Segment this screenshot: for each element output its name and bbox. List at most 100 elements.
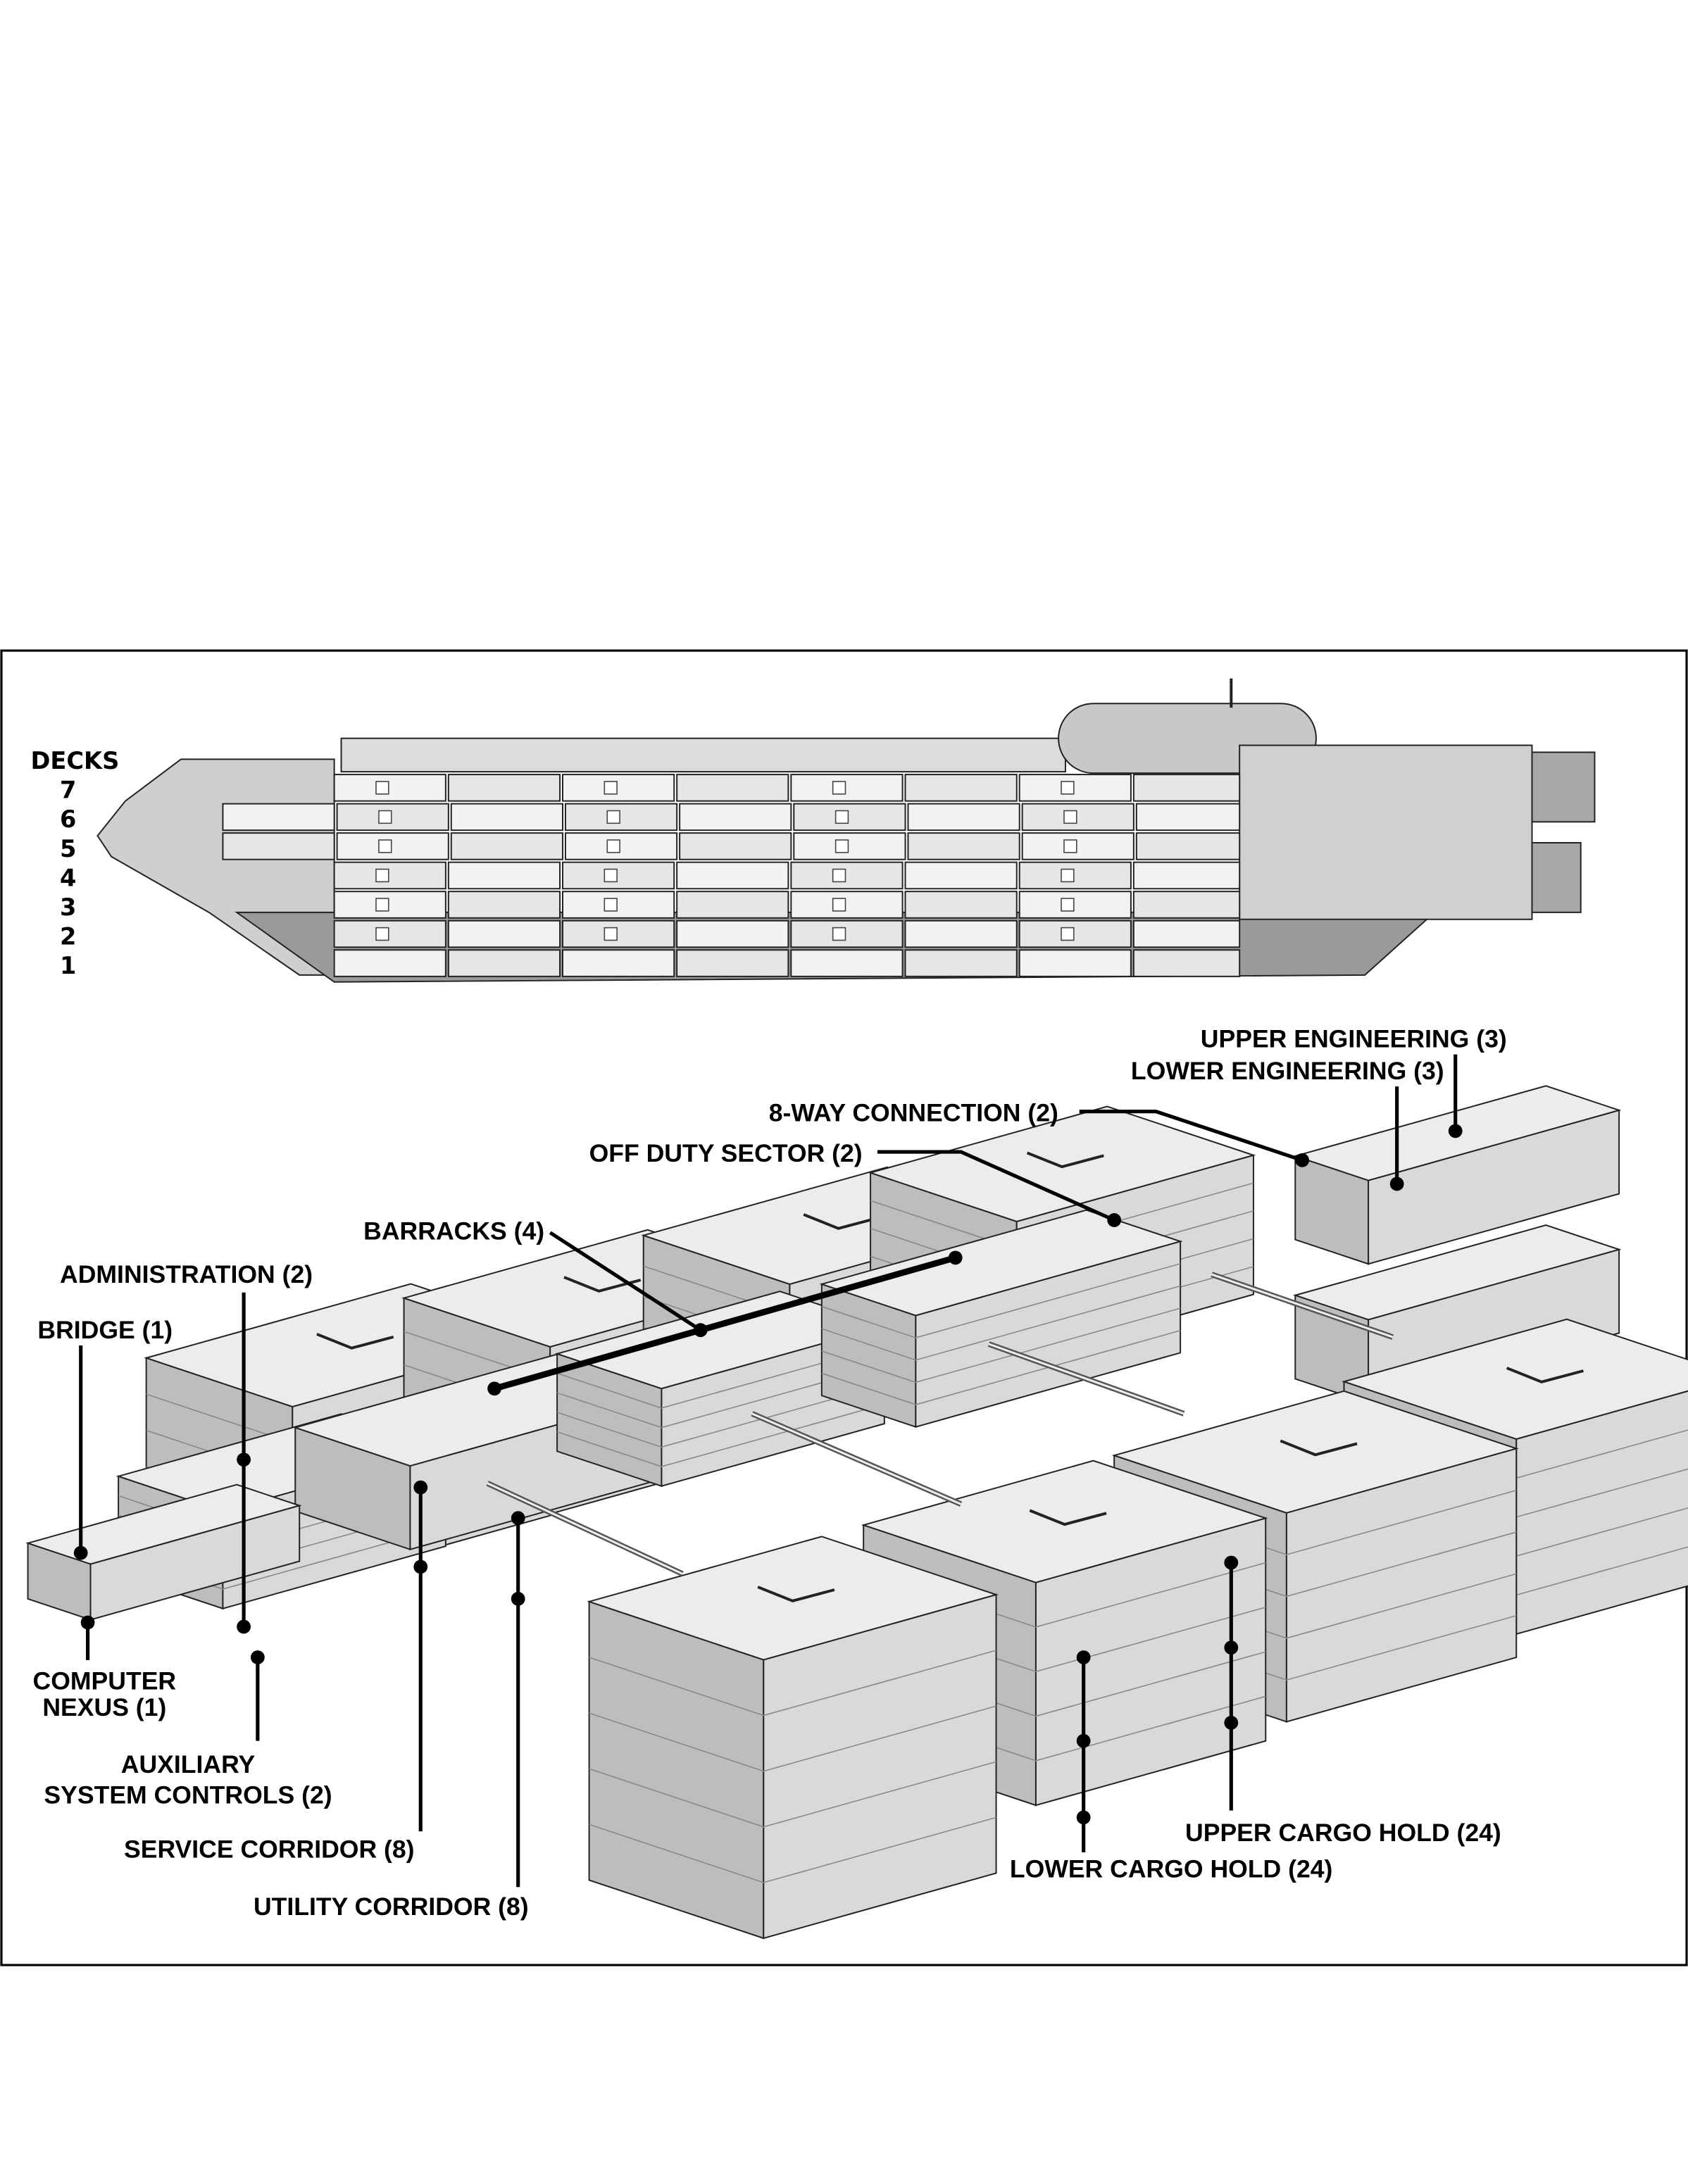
deck-compartment bbox=[1132, 949, 1241, 977]
label-auxiliary-2: SYSTEM CONTROLS (2) bbox=[44, 1781, 332, 1809]
deck-compartment bbox=[676, 861, 789, 890]
bridge-block bbox=[25, 1483, 302, 1621]
label-computer-nexus-2: NEXUS (1) bbox=[42, 1693, 166, 1721]
deck-compartment bbox=[333, 861, 446, 890]
deck-compartment bbox=[907, 832, 1020, 860]
label-service-corridor: SERVICE CORRIDOR (8) bbox=[124, 1835, 415, 1864]
deck-compartment bbox=[790, 774, 904, 802]
hatch bbox=[375, 781, 389, 795]
engine-nozzle-upper bbox=[1531, 751, 1596, 823]
hatch bbox=[604, 898, 618, 912]
hatch bbox=[375, 898, 389, 912]
deck-compartment bbox=[676, 949, 789, 977]
deck-compartment bbox=[1018, 920, 1132, 948]
deck-compartment bbox=[790, 949, 904, 977]
label-bridge: BRIDGE (1) bbox=[37, 1316, 173, 1344]
label-barracks: BARRACKS (4) bbox=[363, 1217, 544, 1245]
deck-compartment bbox=[333, 920, 446, 948]
deck-compartment bbox=[1021, 803, 1134, 831]
deck-compartment bbox=[336, 832, 449, 860]
hatch bbox=[1061, 781, 1075, 795]
deck-number: 4 bbox=[60, 864, 76, 891]
deck-compartment bbox=[793, 803, 906, 831]
deck-compartment bbox=[222, 832, 335, 860]
hatch bbox=[375, 927, 389, 941]
deck-compartment bbox=[333, 774, 446, 802]
label-utility-corridor: UTILITY CORRIDOR (8) bbox=[254, 1893, 529, 1921]
deck-compartment bbox=[447, 774, 561, 802]
hatch bbox=[832, 927, 846, 941]
deck-compartment bbox=[562, 861, 675, 890]
deck-compartment bbox=[1018, 949, 1132, 977]
deck-number: 2 bbox=[60, 922, 76, 950]
deck-compartment bbox=[562, 949, 675, 977]
hatch bbox=[832, 781, 846, 795]
deck-compartment bbox=[447, 861, 561, 890]
hatch bbox=[1061, 927, 1075, 941]
label-upper-cargo-hold: UPPER CARGO HOLD (24) bbox=[1185, 1819, 1501, 1847]
hatch bbox=[834, 810, 849, 824]
label-upper-engineering: UPPER ENGINEERING (3) bbox=[1201, 1025, 1507, 1053]
deck-compartment bbox=[1018, 891, 1132, 919]
deck-compartment bbox=[679, 832, 792, 860]
deck-compartment bbox=[450, 832, 563, 860]
deck-compartment bbox=[1018, 861, 1132, 890]
deck-compartment bbox=[790, 891, 904, 919]
deck-compartment bbox=[904, 891, 1018, 919]
deck-compartment bbox=[336, 803, 449, 831]
deck-compartment bbox=[793, 832, 906, 860]
deck-compartment bbox=[907, 803, 1020, 831]
deck-number: 5 bbox=[60, 835, 76, 862]
hatch bbox=[1063, 839, 1077, 853]
deck-number: 3 bbox=[60, 893, 76, 921]
deck-compartment bbox=[222, 803, 335, 831]
hatch bbox=[832, 868, 846, 883]
hatch bbox=[1061, 868, 1075, 883]
deck-compartment bbox=[1018, 774, 1132, 802]
upper-structure bbox=[340, 737, 1066, 773]
corridor-block bbox=[819, 1209, 1183, 1429]
hatch bbox=[834, 839, 849, 853]
deck-compartment bbox=[450, 803, 563, 831]
deck-compartment bbox=[679, 803, 792, 831]
deck-compartment bbox=[447, 920, 561, 948]
deck-compartment bbox=[904, 774, 1018, 802]
deck-compartment bbox=[676, 920, 789, 948]
label-auxiliary-1: AUXILIARY bbox=[121, 1750, 256, 1778]
hatch bbox=[375, 868, 389, 883]
hatch bbox=[1061, 898, 1075, 912]
hatch bbox=[832, 898, 846, 912]
deck-compartment bbox=[1132, 774, 1241, 802]
deck-number: 6 bbox=[60, 805, 76, 833]
deck-compartment bbox=[333, 891, 446, 919]
deck-compartment bbox=[562, 774, 675, 802]
deck-compartment bbox=[562, 891, 675, 919]
label-administration: ADMINISTRATION (2) bbox=[60, 1260, 313, 1288]
hatch bbox=[378, 839, 392, 853]
deck-compartment bbox=[904, 949, 1018, 977]
label-off-duty-sector: OFF DUTY SECTOR (2) bbox=[589, 1139, 863, 1167]
hatch bbox=[604, 927, 618, 941]
deck-compartment bbox=[904, 861, 1018, 890]
deck-compartment bbox=[904, 920, 1018, 948]
hatch bbox=[378, 810, 392, 824]
deck-compartment bbox=[447, 891, 561, 919]
deck-compartment bbox=[676, 891, 789, 919]
engine-block bbox=[1239, 744, 1533, 920]
leader-lines bbox=[73, 1054, 1463, 1888]
hatch bbox=[1063, 810, 1077, 824]
label-lower-cargo-hold: LOWER CARGO HOLD (24) bbox=[1010, 1854, 1333, 1883]
deck-number: 7 bbox=[60, 777, 76, 804]
hatch bbox=[604, 781, 618, 795]
deck-number: 1 bbox=[60, 952, 76, 979]
decks-title: DECKS bbox=[31, 747, 120, 774]
hatch bbox=[606, 839, 620, 853]
label-8-way-connection: 8-WAY CONNECTION (2) bbox=[769, 1099, 1058, 1127]
engine-nozzle-lower bbox=[1531, 841, 1582, 913]
deck-compartment bbox=[564, 803, 678, 831]
deck-compartment bbox=[562, 920, 675, 948]
deck-compartment bbox=[1132, 920, 1241, 948]
deck-compartment bbox=[676, 774, 789, 802]
deck-compartment bbox=[564, 832, 678, 860]
